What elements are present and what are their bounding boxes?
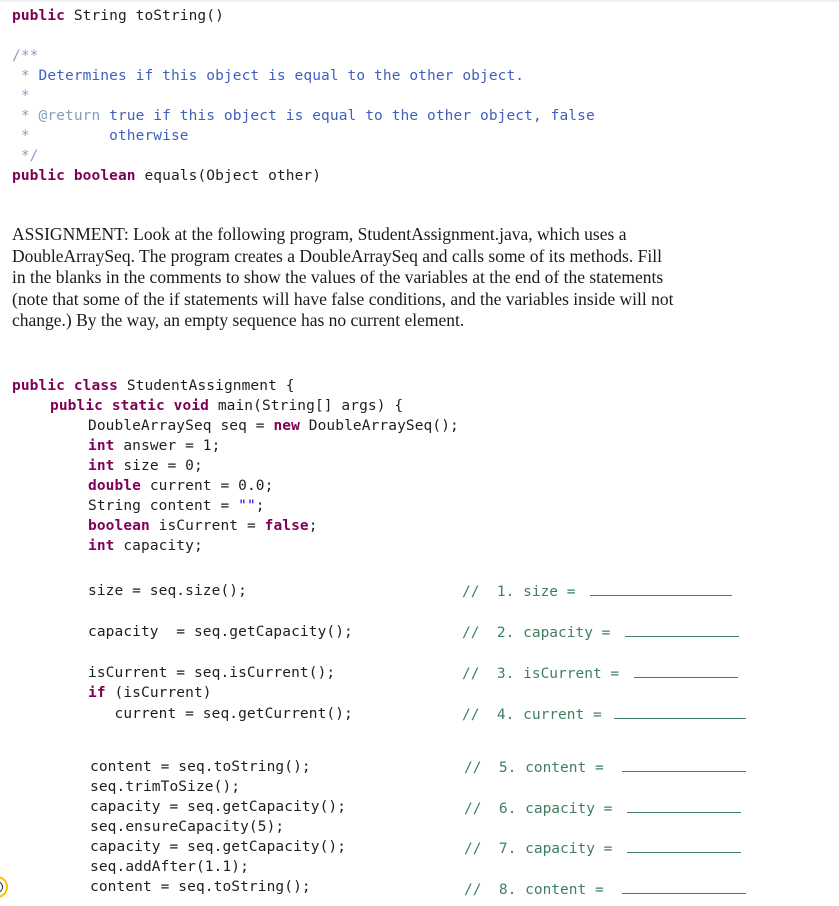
blank-4-current: // 4. current = xyxy=(462,704,747,725)
instruction-line: change.) By the way, an empty sequence h… xyxy=(12,310,465,330)
instruction-line: (note that some of the if statements wil… xyxy=(12,288,674,309)
keyword: new xyxy=(273,418,300,434)
keyword: class xyxy=(73,378,118,394)
blank-7-capacity: // 7. capacity = xyxy=(464,838,742,859)
code-text: (isCurrent) xyxy=(105,685,212,701)
keyword: public xyxy=(12,378,65,394)
stmt-size: size = seq.size(); xyxy=(88,583,247,599)
code-text: DoubleArraySeq seq = xyxy=(88,418,274,434)
keyword: public xyxy=(12,168,65,184)
blank-label: // 8. content = xyxy=(464,882,613,898)
page-top-edge xyxy=(0,0,839,2)
javadoc-return-text: true if this object is equal to the othe… xyxy=(100,108,595,124)
answer-blank[interactable] xyxy=(627,798,742,813)
javadoc-star: * xyxy=(12,88,30,104)
code-text: DoubleArraySeq(); xyxy=(299,418,459,434)
variable-declarations: DoubleArraySeq seq = new DoubleArraySeq(… xyxy=(88,416,459,556)
answer-blank[interactable] xyxy=(614,704,747,719)
instruction-line: ASSIGNMENT: Look at the following progra… xyxy=(12,224,627,244)
stmt-if: if (isCurrent) xyxy=(88,683,212,703)
keyword: int xyxy=(88,438,115,454)
assignment-instructions: ASSIGNMENT: Look at the following progra… xyxy=(12,224,812,332)
code-line: seq.trimToSize(); xyxy=(90,779,241,795)
stmt-iscurrent: isCurrent = seq.isCurrent(); xyxy=(88,665,336,681)
keyword: false xyxy=(264,518,309,534)
keyword: boolean xyxy=(88,518,150,534)
code-text: String content = xyxy=(88,498,239,514)
blank-label: // 7. capacity = xyxy=(464,841,622,857)
method-signature: main(String[] args) { xyxy=(208,398,404,414)
code-text: capacity; xyxy=(114,538,203,554)
keyword: int xyxy=(88,538,115,554)
javadoc-description: Determines if this object is equal to th… xyxy=(38,68,525,84)
blank-1-size: // 1. size = xyxy=(462,581,733,602)
answer-blank[interactable] xyxy=(622,757,747,772)
code-line: capacity = seq.getCapacity(); xyxy=(90,839,347,855)
blank-label: // 2. capacity = xyxy=(462,625,620,641)
stmt-capacity: capacity = seq.getCapacity(); xyxy=(88,624,353,640)
keyword: static xyxy=(111,398,165,414)
main-declaration: public static void main(String[] args) { xyxy=(50,396,403,416)
code-text: current = 0.0; xyxy=(140,478,274,494)
keyword: if xyxy=(88,685,106,701)
javadoc-star: * xyxy=(12,128,30,144)
blank-5-content: // 5. content = xyxy=(464,757,747,778)
code-text: answer = 1; xyxy=(114,438,221,454)
javadoc-close: */ xyxy=(12,148,39,164)
code-line: content = seq.toString(); xyxy=(90,759,311,775)
class-name: StudentAssignment { xyxy=(117,378,295,394)
keyword: int xyxy=(88,458,115,474)
blank-2-capacity: // 2. capacity = xyxy=(462,622,740,643)
code-text: size = 0; xyxy=(114,458,203,474)
answer-blank[interactable] xyxy=(627,838,742,853)
stmt-block-2: content = seq.toString(); seq.trimToSize… xyxy=(90,757,346,897)
equals-signature: public boolean equals(Object other) xyxy=(12,166,321,186)
keyword: public xyxy=(50,398,103,414)
blank-label: // 1. size = xyxy=(462,584,585,600)
signature-text: String toString() xyxy=(64,8,224,24)
blank-label: // 6. capacity = xyxy=(464,801,622,817)
keyword: double xyxy=(88,478,141,494)
code-text: ; xyxy=(255,498,265,514)
keyword: boolean xyxy=(73,168,136,184)
blank-label: // 4. current = xyxy=(462,707,611,723)
class-declaration: public class StudentAssignment { xyxy=(12,376,295,396)
javadoc-comment: /** * Determines if this object is equal… xyxy=(12,46,595,166)
blank-8-content: // 8. content = xyxy=(464,879,747,900)
blank-label: // 5. content = xyxy=(464,760,613,776)
answer-blank[interactable] xyxy=(622,879,747,894)
keyword: void xyxy=(173,398,209,414)
instruction-line: DoubleArraySeq. The program creates a Do… xyxy=(12,245,662,266)
blank-label: // 3. isCurrent = xyxy=(462,666,628,682)
tostring-signature: public String toString() xyxy=(12,6,224,26)
javadoc-return-tag: @return xyxy=(38,108,101,124)
javadoc-return-text-cont: otherwise xyxy=(29,128,189,144)
answer-blank[interactable] xyxy=(625,622,740,637)
cursor-highlight-icon xyxy=(0,876,8,898)
code-line: capacity = seq.getCapacity(); xyxy=(90,799,347,815)
code-text: isCurrent = xyxy=(149,518,265,534)
instruction-line: in the blanks in the comments to show th… xyxy=(12,267,664,287)
blank-6-capacity: // 6. capacity = xyxy=(464,798,742,819)
code-line: seq.ensureCapacity(5); xyxy=(90,819,285,835)
javadoc-open: /** xyxy=(12,48,39,64)
answer-blank[interactable] xyxy=(590,581,733,596)
signature-text: equals(Object other) xyxy=(135,168,322,184)
answer-blank[interactable] xyxy=(633,663,738,678)
javadoc-star: * xyxy=(12,108,39,124)
stmt-current: current = seq.getCurrent(); xyxy=(88,706,353,722)
blank-3-iscurrent: // 3. isCurrent = xyxy=(462,663,738,684)
string-literal: "" xyxy=(238,498,256,514)
code-text: ; xyxy=(308,518,318,534)
javadoc-star: * xyxy=(12,68,39,84)
code-line: content = seq.toString(); xyxy=(90,879,311,895)
keyword: public xyxy=(12,8,65,24)
code-line: seq.addAfter(1.1); xyxy=(90,859,249,875)
